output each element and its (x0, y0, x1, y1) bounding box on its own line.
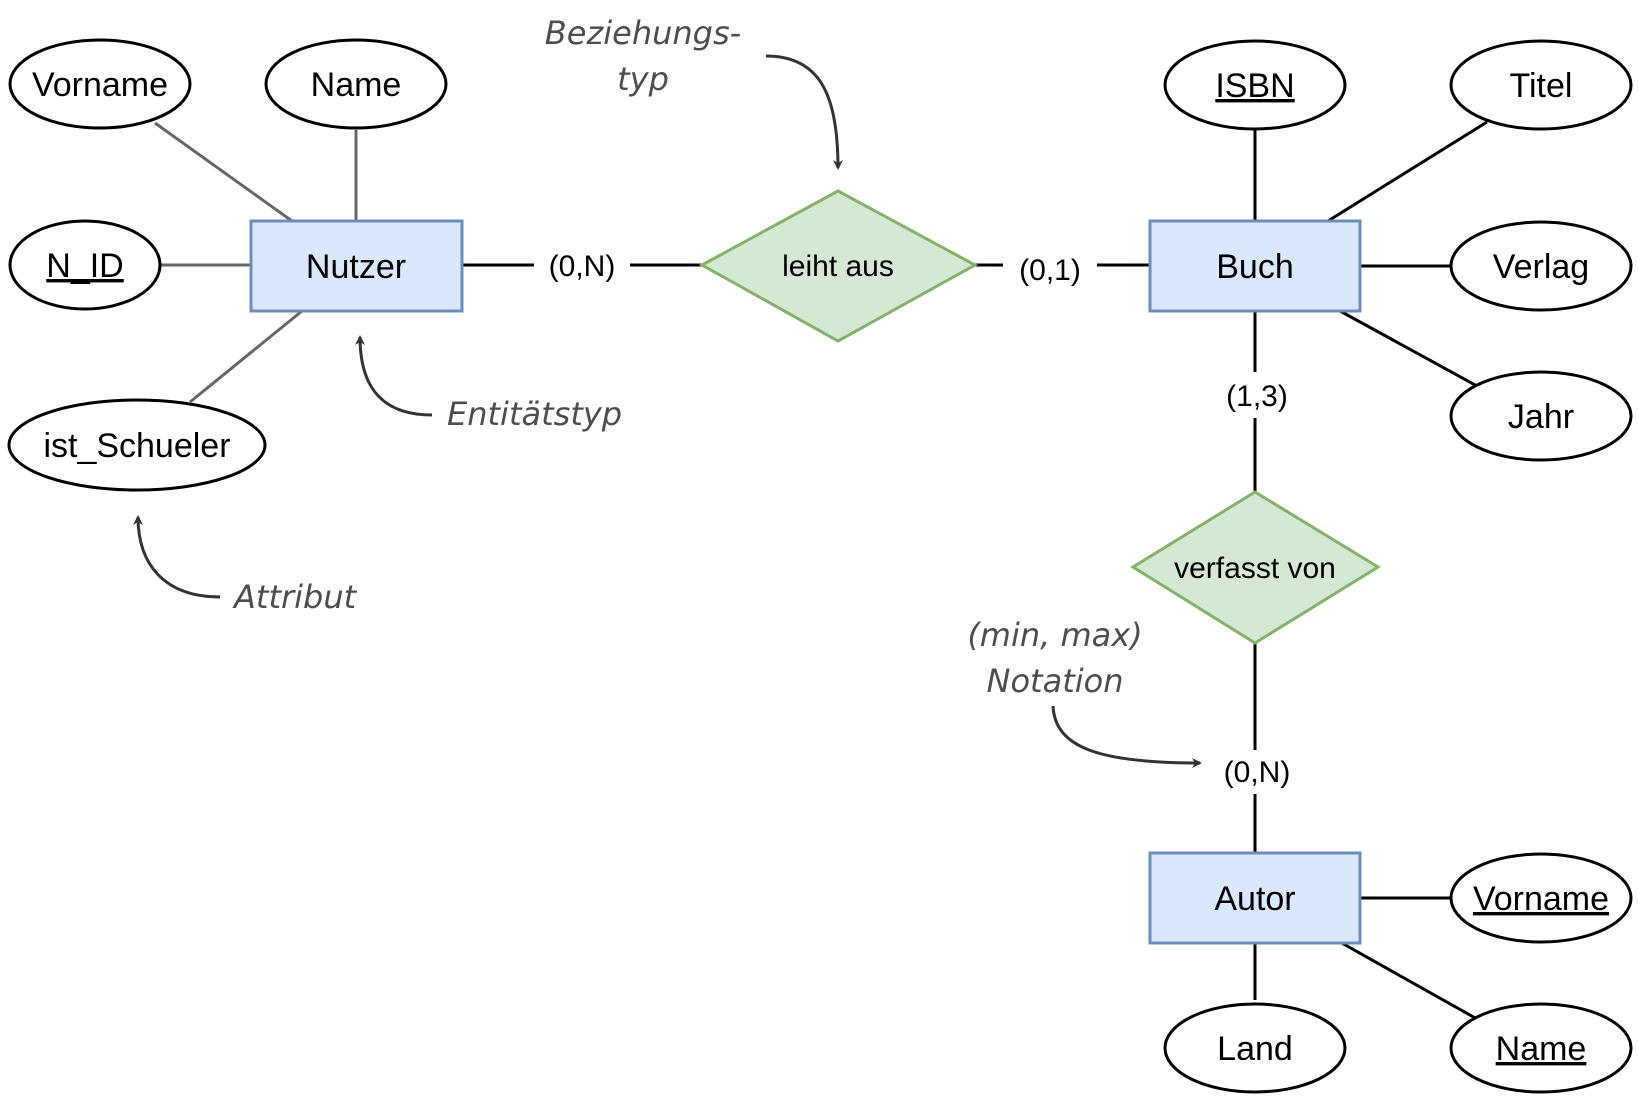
entity-nutzer-label: Nutzer (306, 248, 406, 286)
attribute-buch-verlag-label: Verlag (1493, 248, 1589, 286)
attribute-buch-isbn[interactable]: ISBN (1163, 39, 1347, 131)
attribute-buch-titel-label: Titel (1510, 67, 1573, 105)
arrow-attribut-icon (133, 515, 221, 599)
attribute-autor-vorname-label: Vorname (1473, 880, 1609, 918)
entity-nutzer[interactable]: Nutzer (249, 219, 464, 313)
cardinality-buch-verfasst-von: (1,3) (1226, 380, 1288, 413)
attribute-autor-land[interactable]: Land (1163, 1002, 1347, 1094)
attribute-buch-isbn-label: ISBN (1215, 67, 1294, 105)
relationship-verfasst-von[interactable]: verfasst von (1130, 490, 1381, 645)
annotation-beziehungstyp-line1: Beziehungs- (545, 14, 741, 52)
attribute-autor-vorname[interactable]: Vorname (1449, 852, 1633, 944)
cardinality-nutzer-leiht-aus: (0,N) (549, 250, 616, 283)
attribute-nutzer-ist-schueler[interactable]: ist_Schueler (7, 398, 267, 492)
cardinality-buch-leiht-aus: (0,1) (1019, 254, 1081, 287)
annotation-beziehungstyp-line2: typ (617, 60, 669, 98)
connector-buch-titel (1327, 120, 1488, 223)
arrow-notation-icon (1051, 705, 1202, 768)
entity-buch[interactable]: Buch (1148, 219, 1362, 313)
attribute-nutzer-vorname-label: Vorname (32, 66, 168, 104)
relationship-leiht-aus-label: leiht aus (782, 250, 894, 283)
attribute-nutzer-vorname[interactable]: Vorname (8, 38, 192, 130)
connector-nutzer-vorname (154, 121, 293, 223)
attribute-nutzer-ist-schueler-label: ist_Schueler (43, 427, 230, 465)
relationship-leiht-aus[interactable]: leiht aus (698, 189, 979, 343)
annotation-attribut: Attribut (232, 578, 358, 616)
attribute-buch-titel[interactable]: Titel (1449, 39, 1633, 131)
attribute-autor-land-label: Land (1217, 1030, 1293, 1068)
arrow-entitaetstyp-icon (355, 335, 433, 417)
attribute-nutzer-nid[interactable]: N_ID (8, 219, 162, 311)
attribute-nutzer-nid-label: N_ID (46, 247, 123, 285)
attribute-nutzer-name-label: Name (311, 66, 402, 104)
annotation-notation-line1: (min, max) (967, 616, 1142, 654)
connector-nutzer-istschueler (189, 309, 303, 404)
attribute-buch-jahr[interactable]: Jahr (1449, 370, 1633, 462)
attribute-buch-jahr-label: Jahr (1508, 398, 1574, 436)
attribute-buch-verlag[interactable]: Verlag (1449, 220, 1633, 312)
connector-autor-name (1339, 940, 1478, 1021)
annotation-entitaetstyp: Entitätstyp (447, 395, 622, 433)
entity-autor-label: Autor (1214, 880, 1295, 918)
attribute-autor-name-label: Name (1496, 1030, 1587, 1068)
cardinality-autor-verfasst-von: (0,N) (1224, 756, 1291, 789)
attribute-nutzer-name[interactable]: Name (264, 38, 448, 130)
entity-autor[interactable]: Autor (1148, 851, 1362, 945)
entity-buch-label: Buch (1216, 248, 1294, 286)
arrow-beziehungstyp-icon (765, 54, 843, 170)
relationship-verfasst-von-label: verfasst von (1174, 552, 1336, 585)
attribute-autor-name[interactable]: Name (1449, 1002, 1633, 1094)
connector-buch-jahr (1339, 309, 1478, 388)
annotation-notation-line2: Notation (987, 662, 1124, 700)
